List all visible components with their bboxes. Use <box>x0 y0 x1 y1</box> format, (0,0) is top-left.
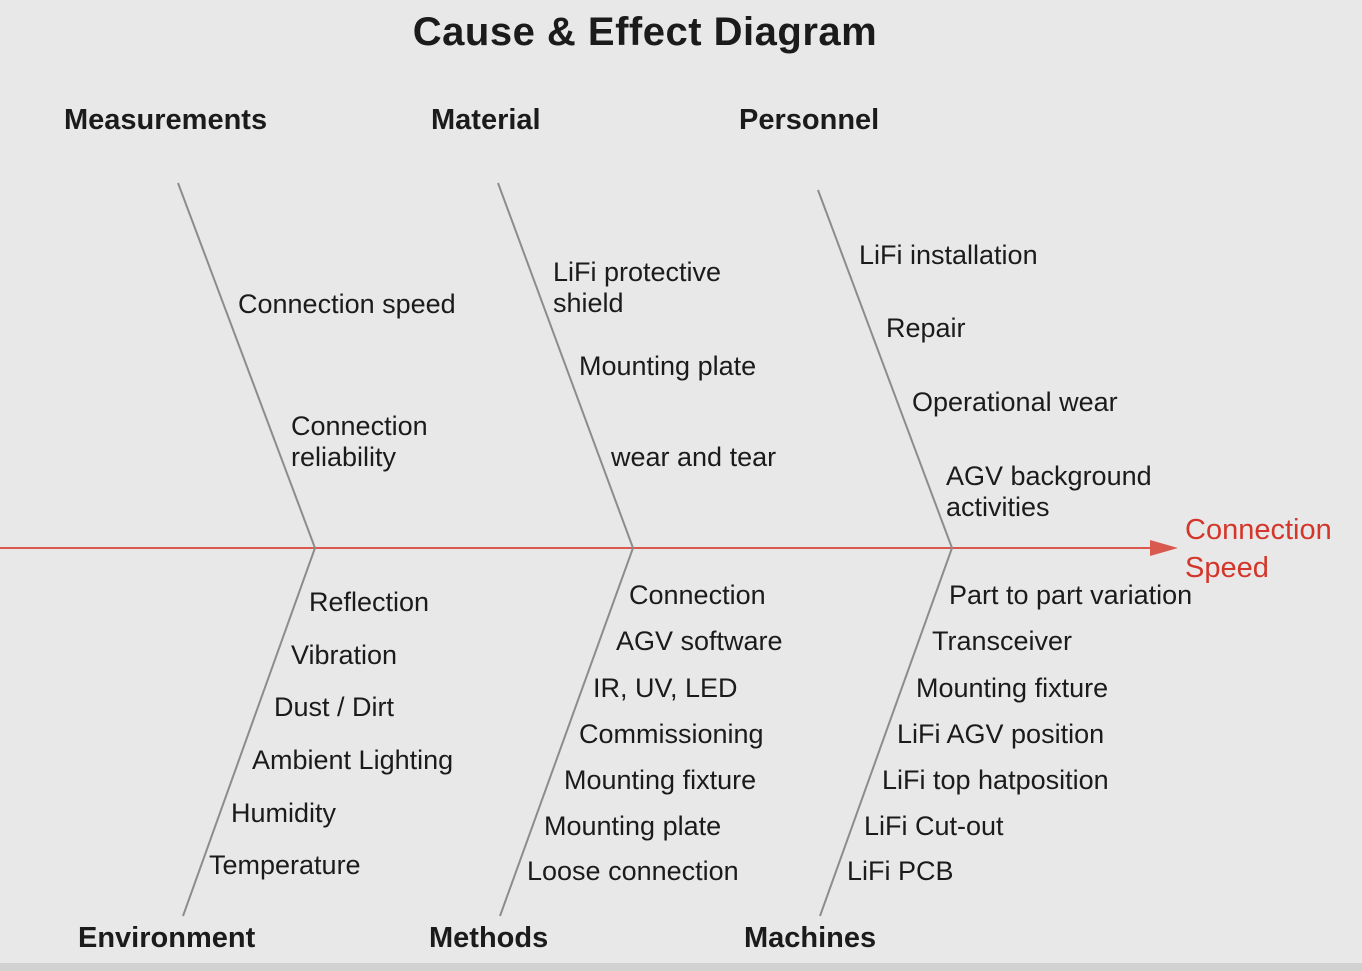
cause-environment-2: Vibration <box>291 640 398 670</box>
cause-methods-1: Connection <box>629 580 766 610</box>
cause-material-2: Mounting plate <box>579 351 757 381</box>
effect-label: Connection Speed <box>1185 514 1332 584</box>
bone-material <box>497 182 634 549</box>
spine-arrowhead-icon <box>1150 540 1178 556</box>
bone-environment <box>182 547 316 917</box>
cause-environment-4: Ambient Lighting <box>252 745 454 775</box>
bone-machines <box>819 547 953 917</box>
cause-measurements-1: Connection speed <box>238 289 456 319</box>
cause-personnel-2: Repair <box>886 313 966 343</box>
cause-personnel-1: LiFi installation <box>859 240 1038 270</box>
cause-environment-3: Dust / Dirt <box>274 692 395 722</box>
cause-personnel-3: Operational wear <box>912 387 1118 417</box>
cause-measurements-2: Connection reliability <box>291 411 428 473</box>
category-environment: Environment <box>78 922 256 954</box>
cause-personnel-4: AGV background activities <box>946 461 1152 523</box>
cause-material-3: wear and tear <box>611 442 777 472</box>
cause-methods-3: IR, UV, LED <box>593 673 738 703</box>
category-methods: Methods <box>429 922 549 954</box>
cause-machines-4: LiFi AGV position <box>897 719 1105 749</box>
cause-machines-2: Transceiver <box>932 626 1073 656</box>
cause-machines-3: Mounting fixture <box>916 673 1109 703</box>
bone-personnel <box>817 189 953 549</box>
cause-machines-7: LiFi PCB <box>847 856 954 886</box>
category-measurements: Measurements <box>64 104 268 136</box>
cause-environment-1: Reflection <box>309 587 430 617</box>
cause-machines-1: Part to part variation <box>949 580 1193 610</box>
bottom-edge <box>0 963 1362 971</box>
cause-methods-6: Mounting plate <box>544 811 722 841</box>
bone-methods <box>499 547 634 917</box>
cause-machines-5: LiFi top hatposition <box>882 765 1109 795</box>
cause-methods-2: AGV software <box>616 626 783 656</box>
cause-methods-5: Mounting fixture <box>564 765 757 795</box>
category-personnel: Personnel <box>739 104 880 136</box>
cause-methods-4: Commissioning <box>579 719 764 749</box>
cause-machines-6: LiFi Cut-out <box>864 811 1004 841</box>
category-machines: Machines <box>744 922 877 954</box>
diagram-title: Cause & Effect Diagram <box>412 10 878 54</box>
category-material: Material <box>431 104 541 136</box>
cause-methods-7: Loose connection <box>527 856 739 886</box>
cause-environment-5: Humidity <box>231 798 337 828</box>
cause-environment-6: Temperature <box>209 850 361 880</box>
cause-material-1: LiFi protective shield <box>553 257 722 319</box>
bone-measurements <box>177 182 316 549</box>
